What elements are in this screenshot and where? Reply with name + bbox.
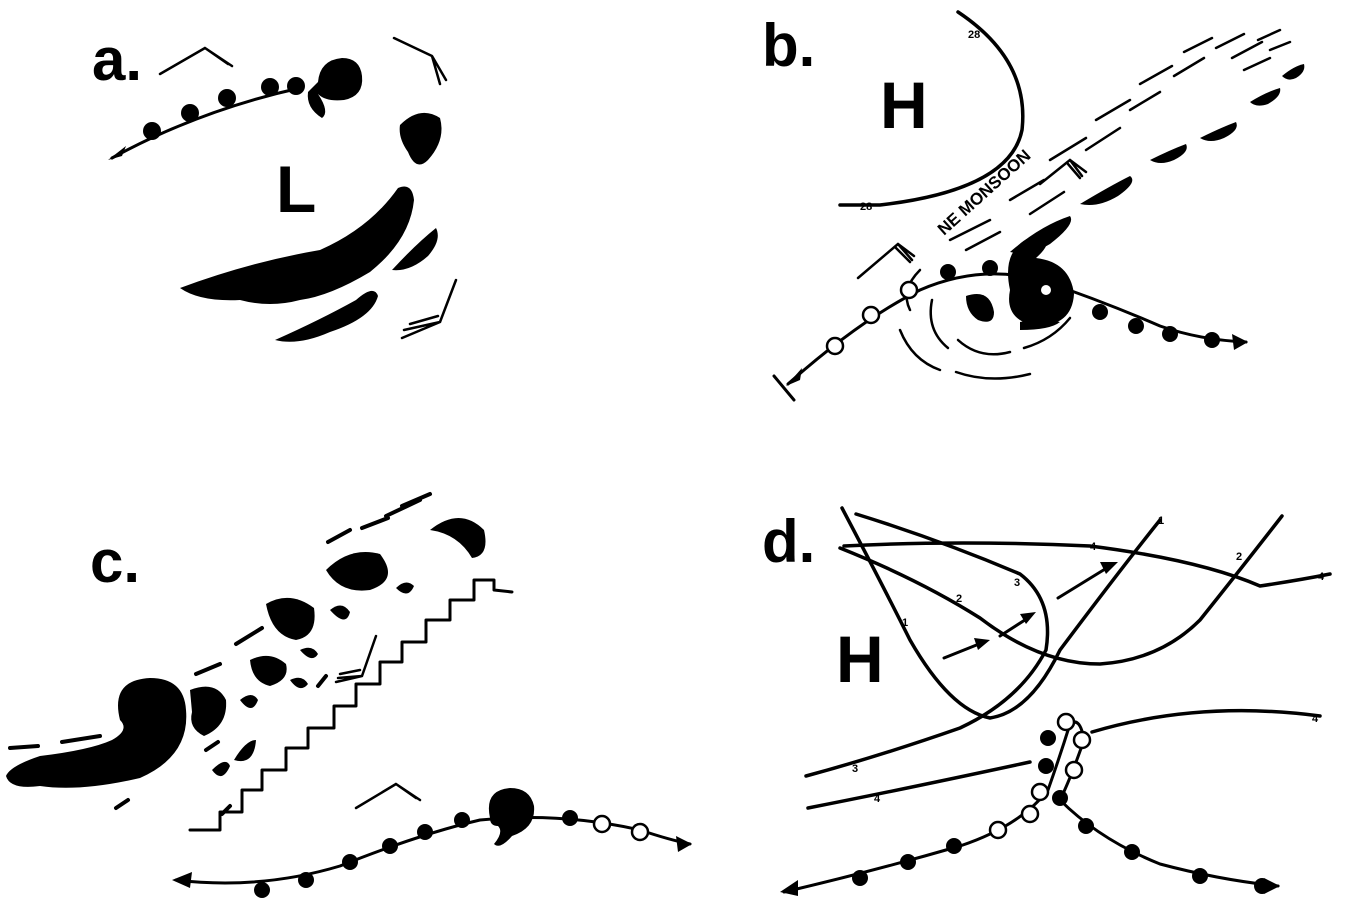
front-marker-filled [1254, 878, 1270, 894]
high-pressure-label: H [880, 68, 928, 142]
front-marker-filled [1162, 326, 1178, 342]
panel-c: c. [6, 494, 692, 898]
panel-a-label: a. [92, 26, 142, 93]
front-marker-filled [1052, 790, 1068, 806]
contour-1 [842, 508, 1160, 718]
wind-barb-icon [858, 244, 914, 278]
front-marker-filled [900, 854, 916, 870]
panel-d-label: d. [762, 508, 815, 575]
wind-barb-icon [160, 48, 232, 74]
contour-label: 3 [852, 763, 858, 775]
front-marker-filled [1204, 332, 1220, 348]
front-marker-filled [261, 78, 279, 96]
front-marker-filled [143, 122, 161, 140]
front-marker-open [594, 816, 610, 832]
cloud-streaks [116, 494, 430, 814]
isobar-label: 28 [968, 29, 980, 41]
front-marker-filled [382, 838, 398, 854]
contour-label: 3 [1014, 577, 1020, 589]
wind-barb-icon [402, 280, 456, 338]
front-marker-filled [1078, 818, 1094, 834]
contour-4c [1092, 711, 1320, 732]
front-marker-filled [940, 264, 956, 280]
panel-a: a. L [92, 26, 456, 342]
contour-label: 2 [1236, 551, 1242, 563]
front-marker-filled [1128, 318, 1144, 334]
front-marker-open [1074, 732, 1090, 748]
front-marker-filled [1038, 758, 1054, 774]
panel-b: b. 28 28 H NE MONSOON [762, 12, 1304, 400]
contour-label: 4 [1318, 571, 1325, 583]
front-marker-filled [417, 824, 433, 840]
panel-c-label: c. [90, 528, 140, 595]
front-marker-open [1066, 762, 1082, 778]
panel-c-front-arrowhead [172, 872, 192, 888]
panel-c-front-arrowhead [676, 836, 692, 852]
isobar-label: 28 [860, 201, 872, 213]
front-marker-open [632, 824, 648, 840]
panel-b-label: b. [762, 12, 815, 79]
panel-b-front-arrowhead [786, 368, 802, 386]
front-marker-filled [982, 260, 998, 276]
high-pressure-label: H [836, 622, 884, 696]
contour-label: 1 [1158, 515, 1164, 527]
front-marker-open [1032, 784, 1048, 800]
panel-d-front-markers [852, 714, 1270, 894]
wind-barb-icon [394, 38, 446, 84]
wind-barb-icon [1040, 160, 1086, 184]
panel-c-front-line [176, 818, 690, 883]
front-marker-open [827, 338, 843, 354]
wind-barb-icon [336, 636, 376, 682]
front-marker-filled [342, 854, 358, 870]
cloud-streak [62, 736, 100, 742]
panel-a-front-line [112, 88, 300, 158]
front-marker-open [990, 822, 1006, 838]
wind-barb-icon [356, 784, 420, 808]
cloud-streak [10, 746, 38, 748]
contour-2 [840, 516, 1282, 664]
contour-4b [808, 762, 1030, 808]
front-marker-filled [287, 77, 305, 95]
front-marker-filled [218, 89, 236, 107]
contour-label: 4 [874, 793, 881, 805]
tropical-cyclone-icon [308, 58, 362, 118]
cloud-band [1020, 320, 1060, 330]
panel-c-front-markers [254, 810, 648, 898]
shear-line [190, 580, 512, 830]
cloud-band [190, 518, 486, 776]
tropical-cyclone-icon [6, 678, 186, 788]
front-marker-filled [946, 838, 962, 854]
low-pressure-label: L [276, 152, 316, 226]
front-marker-filled [181, 104, 199, 122]
tropical-cyclone-icon [489, 788, 534, 846]
front-marker-open [1022, 806, 1038, 822]
contour-label: 1 [902, 617, 908, 629]
cloud-band [966, 294, 994, 322]
front-marker-filled [852, 870, 868, 886]
front-marker-open [901, 282, 917, 298]
contour-label: 2 [956, 593, 962, 605]
front-marker-filled [1040, 730, 1056, 746]
front-marker-open [1058, 714, 1074, 730]
front-marker-filled [1092, 304, 1108, 320]
front-marker-filled [562, 810, 578, 826]
front-marker-filled [1192, 868, 1208, 884]
panel-b-front-arrowhead [1232, 334, 1248, 350]
cloud-band [400, 113, 442, 165]
panel-d: d. H 1 2 3 4 1 2 4 3 4 4 [762, 508, 1330, 896]
front-marker-filled [1124, 844, 1140, 860]
contour-label: 4 [1090, 541, 1097, 553]
panel-d-front-arrowhead [780, 880, 798, 896]
front-marker-filled [298, 872, 314, 888]
front-marker-open [863, 307, 879, 323]
front-marker-filled [254, 882, 270, 898]
front-marker-filled [454, 812, 470, 828]
contour-label: 4 [1312, 713, 1319, 725]
